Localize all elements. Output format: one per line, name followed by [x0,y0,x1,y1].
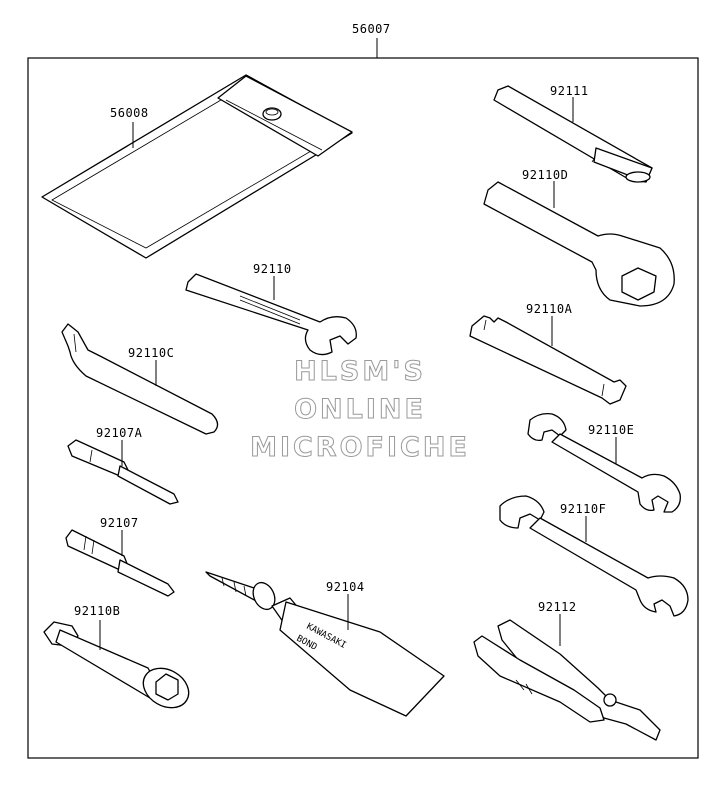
flat-spanner-drawing [469,315,627,405]
plug-wrench-drawing [43,621,190,709]
box-wrench-drawing [483,181,675,307]
part-label-92110C: 92110C [128,346,175,360]
part-label-92110F: 92110F [560,502,607,516]
watermark-line-2: ONLINE [294,394,426,426]
part-label-56008: 56008 [110,106,149,120]
watermark-line-1: HLSM'S [294,356,426,388]
part-label-92110E: 92110E [588,423,635,437]
pouch-drawing [41,74,353,259]
part-label-92110A: 92110A [526,302,573,316]
extension-bar-drawing [493,85,653,183]
watermark-line-3: MICROFICHE [250,432,470,464]
part-label-92112: 92112 [538,600,577,614]
pliers-drawing [473,619,661,741]
part-label-92110D: 92110D [522,168,569,182]
open-end-wrench-drawing [185,273,357,356]
double-wrench-small-drawing [527,412,681,513]
part-label-92107: 92107 [100,516,139,530]
part-label-92107A: 92107A [96,426,143,440]
double-wrench-large-drawing [499,495,689,617]
hook-spanner-drawing [61,323,219,435]
assembly-label: 56007 [352,22,391,36]
screwdriver-short-drawing [67,439,179,505]
part-label-92111: 92111 [550,84,589,98]
bond-tube-drawing: KAWASAKI BOND [205,571,445,717]
assembly-frame [27,57,699,759]
part-label-92110: 92110 [253,262,292,276]
part-label-92104: 92104 [326,580,365,594]
screwdriver-drawing [65,529,175,597]
part-label-92110B: 92110B [74,604,121,618]
